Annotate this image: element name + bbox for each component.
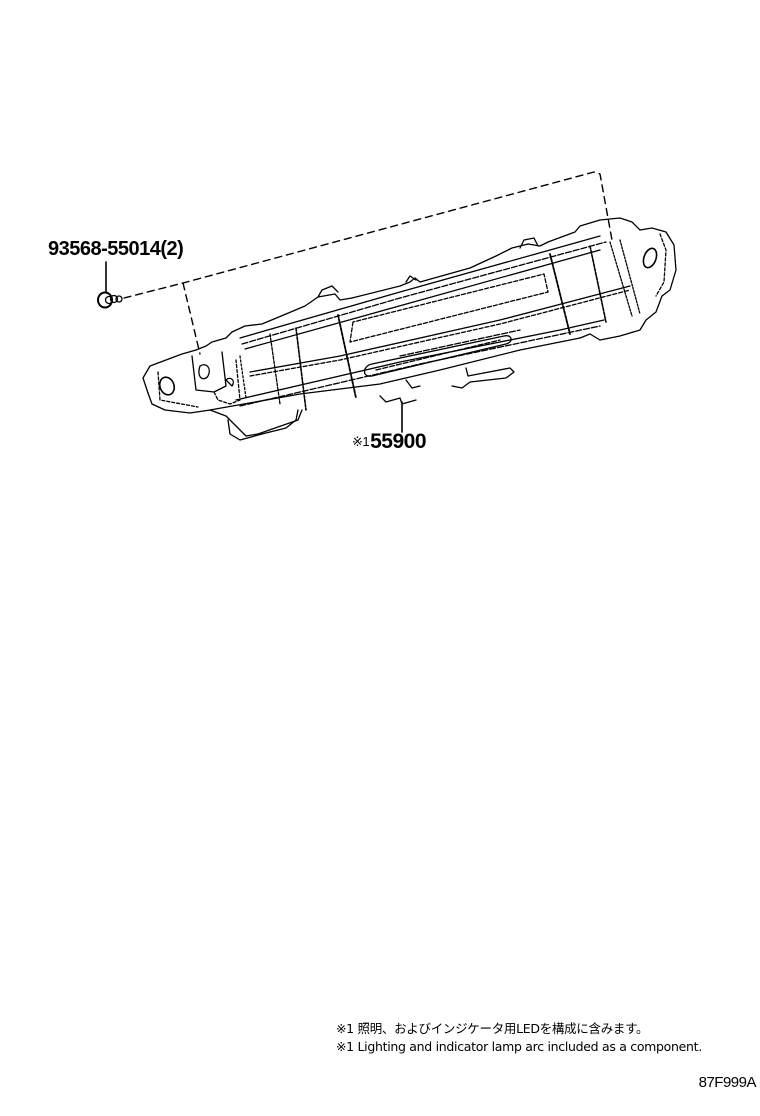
footnote-english: ※1 Lighting and indicator lamp arc inclu… [336,1039,702,1054]
footnote-japanese: ※1 照明、およびインジケータ用LEDを構成に含みます。 [336,1021,649,1036]
screw-icon [97,291,123,309]
control-panel-assembly [142,217,677,441]
main-part-number-label: 55900 [370,430,427,453]
installation-dashed-lines [123,171,613,355]
figure-id: 87F999A [698,1074,757,1091]
main-part-number-callout: ※155900 [352,430,427,454]
bolt-part-number-label: 93568-55014(2) [48,238,184,260]
note-reference-mark: ※1 [352,434,370,449]
